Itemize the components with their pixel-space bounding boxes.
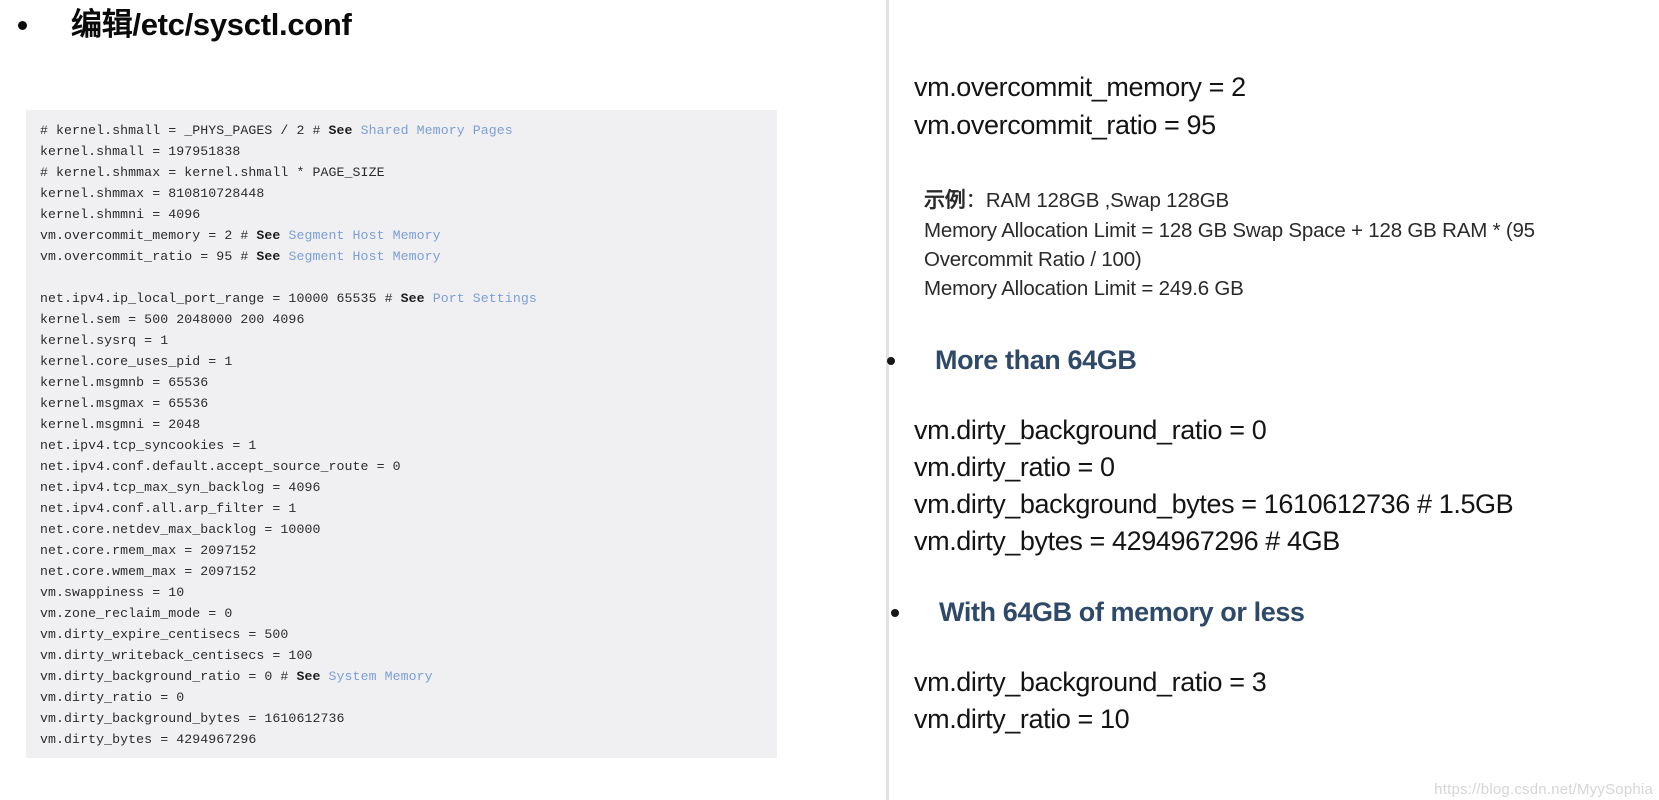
watermark: https://blog.csdn.net/MyySophia [1434,781,1653,798]
code-see-keyword: See [256,249,281,264]
code-line: kernel.shmmni = 4096 [40,207,201,222]
code-line: kernel.shmall = 197951838 [40,144,241,159]
example-line-4: Memory Allocation Limit = 249.6 GB [924,277,1244,300]
code-see-keyword: See [256,228,281,243]
code-reference-link[interactable]: Segment Host Memory [288,249,441,264]
code-reference-link[interactable]: Shared Memory Pages [360,123,513,138]
more64-dirty-background-ratio: vm.dirty_background_ratio = 0 [914,415,1267,445]
example-label-rest: ：RAM 128GB ,Swap 128GB [965,189,1230,212]
code-see-keyword: See [400,291,425,306]
overcommit-memory-line: vm.overcommit_memory = 2 [914,72,1246,102]
example-label: 示例 [924,189,966,212]
more64-dirty-bytes: vm.dirty_bytes = 4294967296 # 4GB [914,526,1340,556]
bullet-icon [887,356,895,365]
code-line: kernel.sysrq = 1 [40,333,169,348]
code-line: vm.overcommit_ratio = 95 # See Segment H… [40,249,441,264]
more64-dirty-background-bytes: vm.dirty_background_bytes = 1610612736 #… [914,489,1514,519]
code-line: vm.dirty_expire_centisecs = 500 [40,627,289,642]
code-line: net.core.rmem_max = 2097152 [40,543,257,558]
code-line: net.core.wmem_max = 2097152 [40,564,257,579]
code-reference-link[interactable]: Segment Host Memory [288,228,441,243]
code-reference-link[interactable]: System Memory [328,669,433,684]
code-line: vm.dirty_ratio = 0 [40,690,185,705]
code-line: # kernel.shmmax = kernel.shmall * PAGE_S… [40,165,385,180]
code-line: net.ipv4.tcp_max_syn_backlog = 4096 [40,480,321,495]
code-line: kernel.shmmax = 810810728448 [40,186,265,201]
bullet-icon [891,608,899,617]
less64-dirty-ratio: vm.dirty_ratio = 10 [914,704,1130,734]
example-label-line: 示例：RAM 128GB ,Swap 128GB [924,186,1229,215]
code-line: vm.overcommit_memory = 2 # See Segment H… [40,228,441,243]
code-line [26,267,777,288]
heading-more-than-64gb-label: More than 64GB [935,345,1137,375]
code-line: kernel.sem = 500 2048000 200 4096 [40,312,305,327]
code-line: vm.dirty_background_ratio = 0 # See Syst… [40,669,433,684]
code-line: vm.dirty_writeback_centisecs = 100 [40,648,313,663]
code-see-keyword: See [296,669,321,684]
page-title: 编辑/etc/sysctl.conf [71,7,352,42]
more64-dirty-ratio: vm.dirty_ratio = 0 [914,452,1115,482]
right-panel: vm.overcommit_memory = 2 vm.overcommit_r… [887,0,1659,800]
code-line: net.ipv4.tcp_syncookies = 1 [40,438,257,453]
overcommit-ratio-line: vm.overcommit_ratio = 95 [914,110,1216,140]
panel-divider [886,0,889,800]
code-line: # kernel.shmall = _PHYS_PAGES / 2 # See … [40,123,513,138]
code-reference-link[interactable]: Port Settings [432,291,537,306]
code-line: net.ipv4.conf.all.arp_filter = 1 [40,501,297,516]
code-see-keyword: See [328,123,353,138]
heading-with-64gb-or-less: With 64GB of memory or less [891,597,1305,628]
code-line: net.ipv4.ip_local_port_range = 10000 655… [40,291,537,306]
code-line: kernel.core_uses_pid = 1 [40,354,233,369]
example-line-2: Memory Allocation Limit = 128 GB Swap Sp… [924,219,1535,242]
slide-title-row: 编辑/etc/sysctl.conf [18,7,352,42]
sysctl-code-block: # kernel.shmall = _PHYS_PAGES / 2 # See … [26,110,777,758]
heading-with-64gb-or-less-label: With 64GB of memory or less [939,597,1305,627]
code-line: vm.dirty_bytes = 4294967296 [40,732,257,747]
less64-dirty-background-ratio: vm.dirty_background_ratio = 3 [914,667,1267,697]
bullet-icon [18,20,27,30]
code-line: net.ipv4.conf.default.accept_source_rout… [40,459,401,474]
code-line: vm.swappiness = 10 [40,585,185,600]
code-line: kernel.msgmnb = 65536 [40,375,209,390]
heading-more-than-64gb: More than 64GB [887,345,1137,376]
code-line: vm.dirty_background_bytes = 1610612736 [40,711,345,726]
code-line: vm.zone_reclaim_mode = 0 [40,606,233,621]
code-line: kernel.msgmni = 2048 [40,417,201,432]
example-line-3: Overcommit Ratio / 100) [924,248,1142,271]
code-line: kernel.msgmax = 65536 [40,396,209,411]
left-panel: 编辑/etc/sysctl.conf # kernel.shmall = _PH… [18,7,777,758]
code-line: net.core.netdev_max_backlog = 10000 [40,522,321,537]
